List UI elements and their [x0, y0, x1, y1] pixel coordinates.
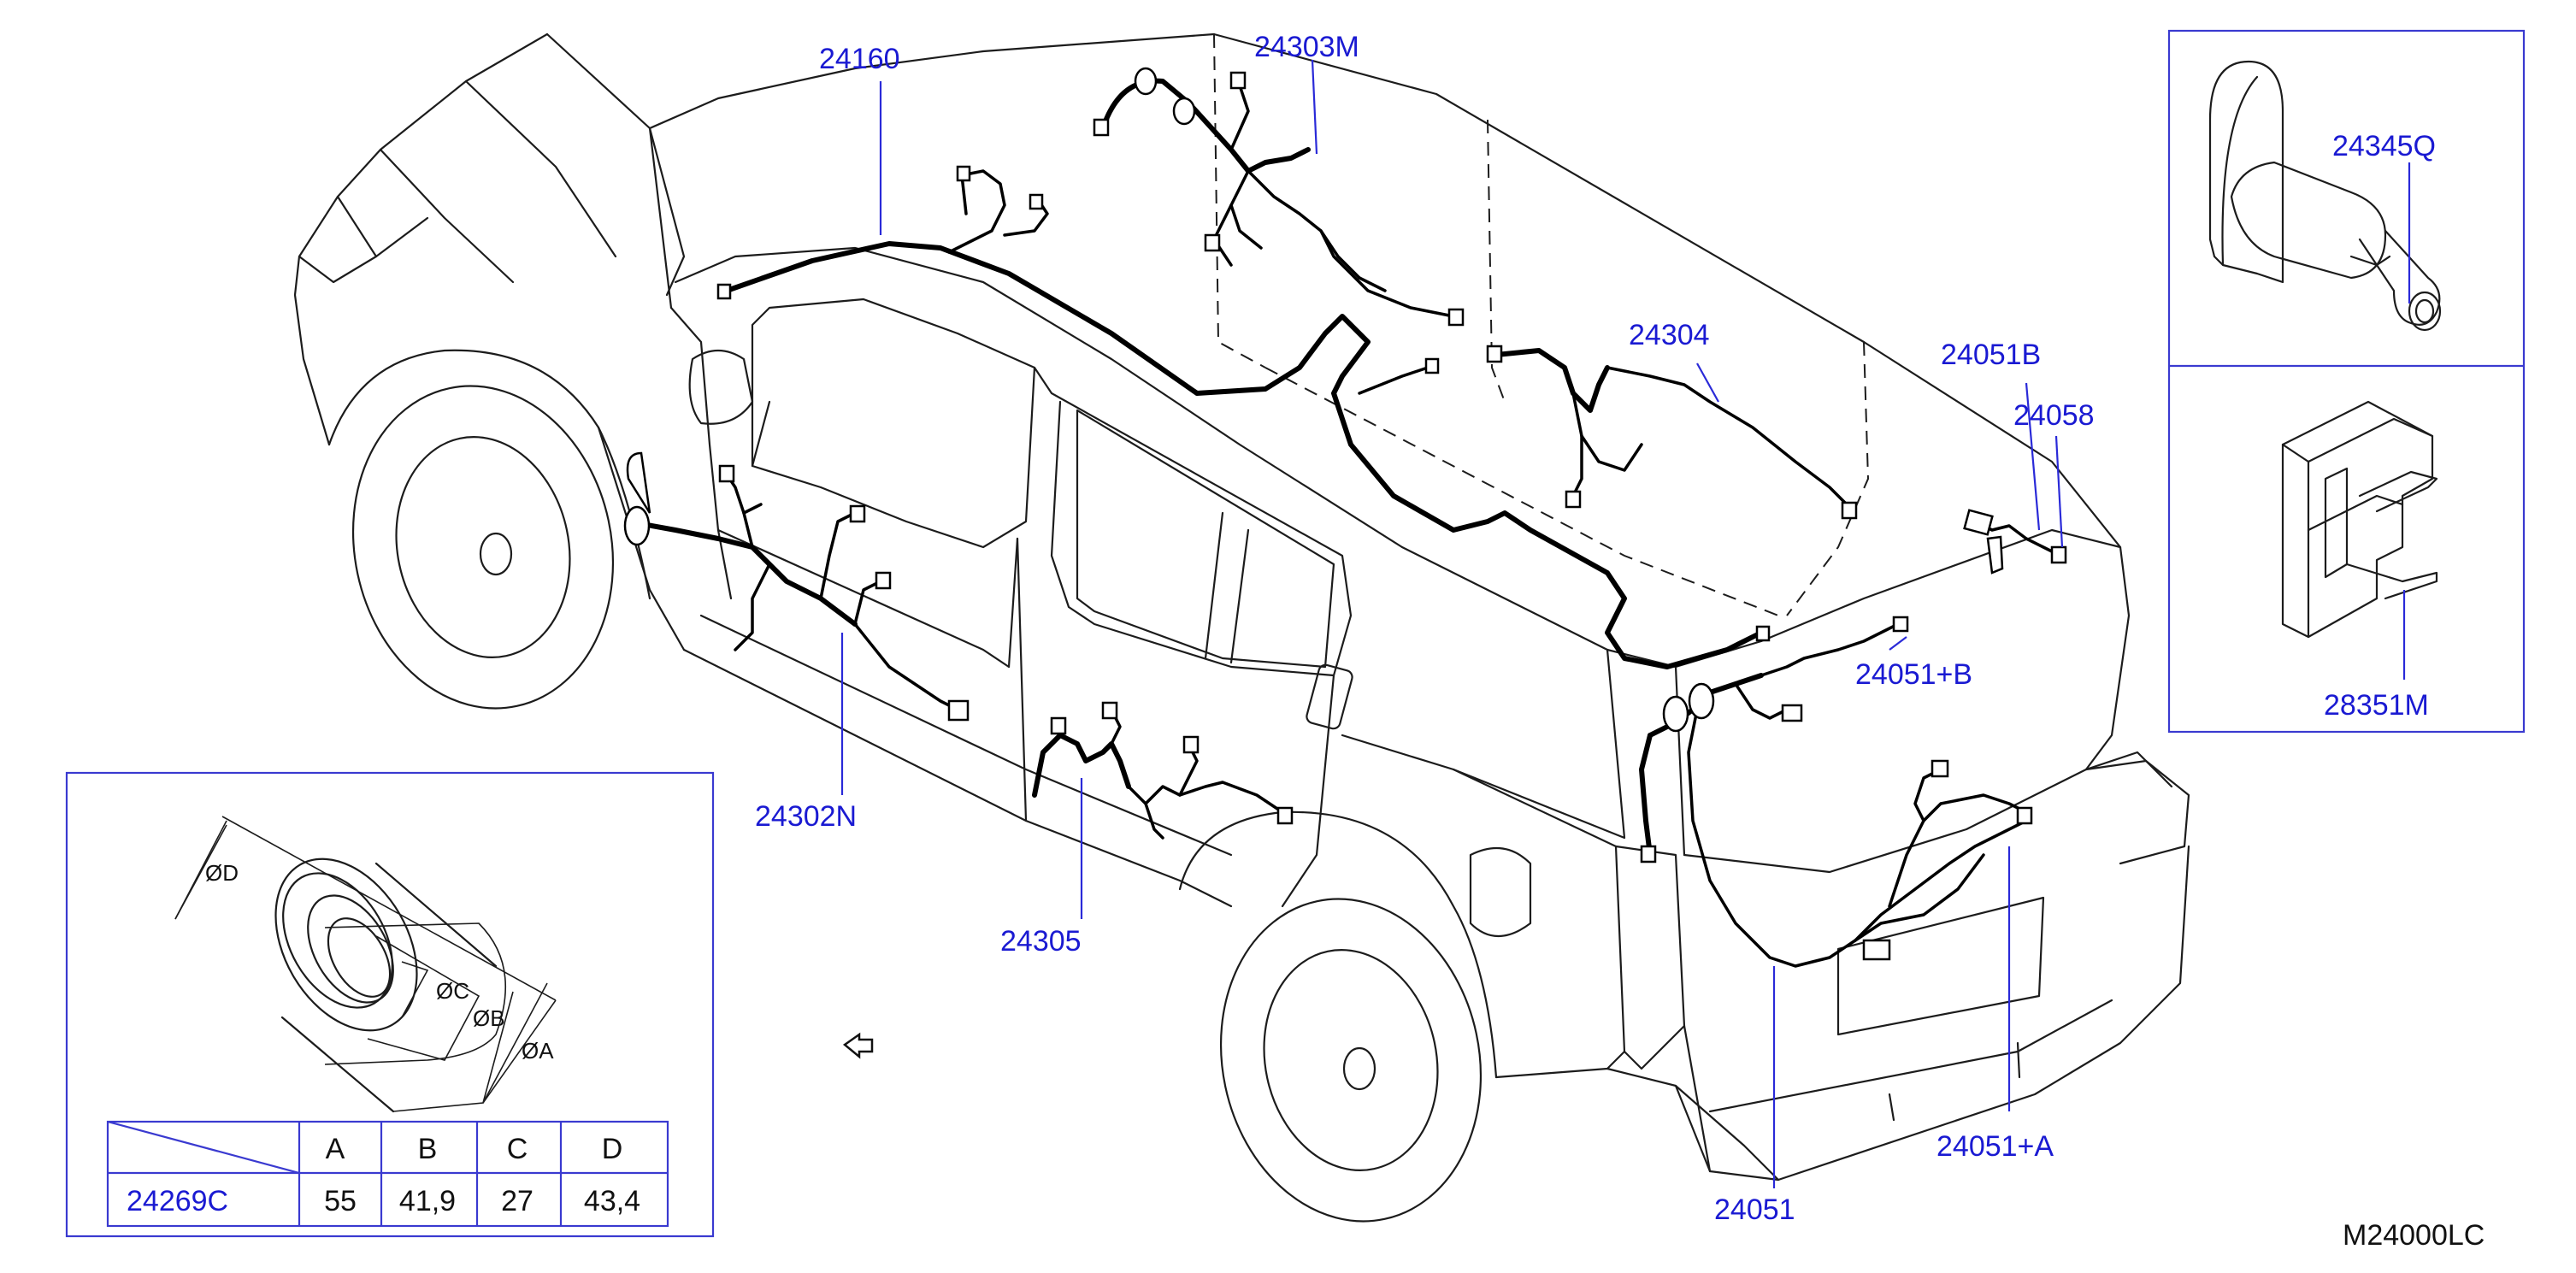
- part-label-24160: 24160: [819, 43, 900, 75]
- harness-24160: [716, 165, 1771, 669]
- grommet-detail-box: ØD ØC ØB ØA A B C D 24269C 55 41,9 27 43…: [65, 771, 715, 1238]
- harness-24051B-24058: [1963, 509, 2067, 575]
- dimension-label-B: ØB: [473, 1005, 505, 1031]
- part-label-24305: 24305: [1000, 925, 1082, 958]
- detail-box-right: 24345Q 28351M: [2167, 29, 2526, 734]
- harness-24304: [1486, 345, 1858, 520]
- dimension-table: A B C D 24269C 55 41,9 27 43,4: [106, 1120, 669, 1228]
- part-label-24051-plus-A: 24051+A: [1936, 1130, 2054, 1163]
- table-value-A: 55: [324, 1185, 357, 1217]
- table-value-C: 27: [501, 1185, 533, 1217]
- dimension-label-A: ØA: [522, 1038, 554, 1064]
- harness-24303M: [1093, 67, 1465, 327]
- part-label-24304: 24304: [1629, 319, 1710, 351]
- harness-24051: [1639, 616, 2033, 968]
- part-label-24302N: 24302N: [755, 800, 857, 833]
- front-arrow-icon: [842, 1032, 874, 1059]
- part-labels: 24160 24303M 24304 24051B 24058 24051+B …: [755, 31, 2095, 1226]
- part-24345Q-illustration: 24345Q: [2208, 60, 2442, 332]
- dimension-label-C: ØC: [436, 978, 469, 1004]
- part-label-24345Q: 24345Q: [2332, 130, 2436, 162]
- table-header-B: B: [418, 1133, 438, 1165]
- table-value-B: 41,9: [399, 1185, 456, 1217]
- roof-dashed-outline: [1213, 33, 1870, 616]
- part-label-24051: 24051: [1714, 1193, 1795, 1226]
- table-header-D: D: [602, 1133, 623, 1165]
- vehicle-body-outline: [293, 32, 2190, 1223]
- part-label-24051-plus-B: 24051+B: [1855, 658, 1972, 691]
- grommet-24269C-illustration: [274, 858, 507, 1113]
- leader-lines: [840, 59, 2064, 1188]
- part-label-24303M: 24303M: [1254, 31, 1359, 63]
- harness-24305: [1032, 701, 1294, 840]
- drawing-code: M24000LC: [2343, 1219, 2485, 1252]
- table-value-D: 43,4: [584, 1185, 640, 1217]
- part-label-24058: 24058: [2013, 399, 2095, 432]
- grommet-dimensions: ØD ØC ØB ØA: [174, 816, 557, 1112]
- part-28351M-illustration: 28351M: [2281, 400, 2438, 722]
- table-header-A: A: [326, 1133, 345, 1165]
- part-label-24051B: 24051B: [1941, 339, 2041, 371]
- harness-24302N: [623, 451, 970, 722]
- table-header-C: C: [507, 1133, 528, 1165]
- part-label-28351M: 28351M: [2324, 689, 2429, 722]
- table-part-number: 24269C: [127, 1185, 228, 1217]
- dimension-label-D: ØD: [205, 860, 239, 886]
